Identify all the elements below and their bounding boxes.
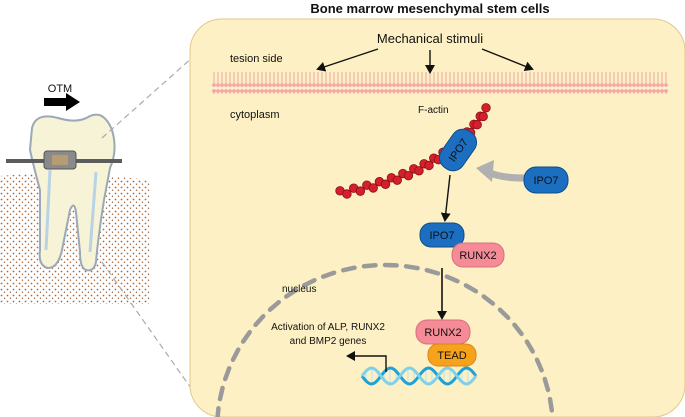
- translocation-arrow-1: [440, 174, 451, 222]
- cell-membrane: [212, 72, 668, 94]
- runx2-complex-pill: [451, 242, 505, 268]
- cytoplasm-label: cytoplasm: [230, 109, 280, 121]
- nuclear-pore-segment: [222, 366, 232, 382]
- nucleus-label: nucleus: [282, 284, 316, 295]
- actin-bead: [414, 166, 424, 176]
- nuclear-pore-segment: [215, 406, 221, 417]
- nuclear-pore-segment: [542, 376, 551, 393]
- actin-bead: [392, 175, 402, 185]
- ipo7-complex-pill: [419, 222, 465, 248]
- ipo7-complex-label: IPO7: [429, 230, 454, 242]
- otm-arrow-icon: [44, 93, 80, 111]
- tooth-illustration: OTM: [0, 83, 150, 304]
- nuclear-pore-segment: [217, 385, 225, 402]
- nuclear-envelope: [215, 262, 555, 417]
- nuclear-pore-segment: [253, 314, 266, 328]
- nuclear-pore-segment: [284, 287, 299, 299]
- nuclear-pore-segment: [230, 347, 241, 362]
- f-actin-label: F-actin: [418, 105, 449, 116]
- actin-bead: [342, 189, 352, 199]
- tension-side-label: tesion side: [230, 53, 283, 65]
- nuclear-pore-segment: [524, 339, 535, 354]
- actin-bead: [355, 186, 366, 196]
- stimuli-arrow-left: [316, 48, 379, 72]
- nuclear-pore-segment: [547, 396, 555, 413]
- ipo7-free-pill: [523, 166, 569, 194]
- nuclear-pore-segment: [301, 278, 317, 288]
- nuclear-pore-segment: [444, 274, 460, 284]
- nuclear-pore-segment: [340, 265, 357, 273]
- runx2-complex-label: RUNX2: [459, 250, 496, 262]
- nuclear-pore-segment: [361, 263, 378, 269]
- ipo7-free-label: IPO7: [533, 175, 558, 187]
- actin-bead: [424, 160, 434, 171]
- activation-text-line2: and BMP2 genes: [290, 336, 367, 347]
- actin-bead: [481, 103, 491, 113]
- actin-bead: [368, 183, 378, 193]
- nuclear-pore-segment: [267, 299, 281, 312]
- mechanical-stimuli-label: Mechanical stimuli: [377, 31, 483, 46]
- dna-strand-b: [360, 366, 478, 386]
- nuclear-pore-segment: [497, 307, 511, 321]
- tead-pill: [427, 343, 477, 367]
- runx2-nuclear-label: RUNX2: [424, 327, 461, 339]
- actin-bead: [403, 170, 414, 181]
- nuclear-pore-segment: [424, 267, 441, 276]
- recruit-arrow-head-icon: [476, 160, 494, 182]
- nuclear-pore-segment: [463, 283, 479, 294]
- dna-helix: [360, 366, 478, 386]
- tooth-root-canal: [44, 169, 98, 253]
- nuclear-pore-segment: [481, 294, 496, 306]
- tead-label: TEAD: [437, 350, 466, 362]
- activation-text-line1: Activation of ALP, RUNX2: [271, 322, 385, 333]
- stimuli-arrow-right: [481, 48, 534, 72]
- bone-tissue: [0, 173, 150, 304]
- nuclear-pore-segment: [240, 329, 252, 344]
- actin-bead: [472, 120, 482, 130]
- nuclear-pore-segment: [512, 322, 524, 337]
- cell-body: [189, 18, 685, 417]
- nuclear-pore-segment: [534, 357, 544, 373]
- actin-bead: [478, 111, 488, 122]
- actin-bead: [380, 179, 391, 189]
- diagram-title: Bone marrow mesenchymal stem cells: [310, 1, 549, 16]
- activation-arrow: [346, 351, 387, 372]
- otm-label: OTM: [48, 83, 72, 95]
- nuclear-pore-segment: [403, 264, 420, 271]
- ipo7-bound-pill: [438, 128, 478, 172]
- nuclear-pore-segment: [320, 270, 337, 279]
